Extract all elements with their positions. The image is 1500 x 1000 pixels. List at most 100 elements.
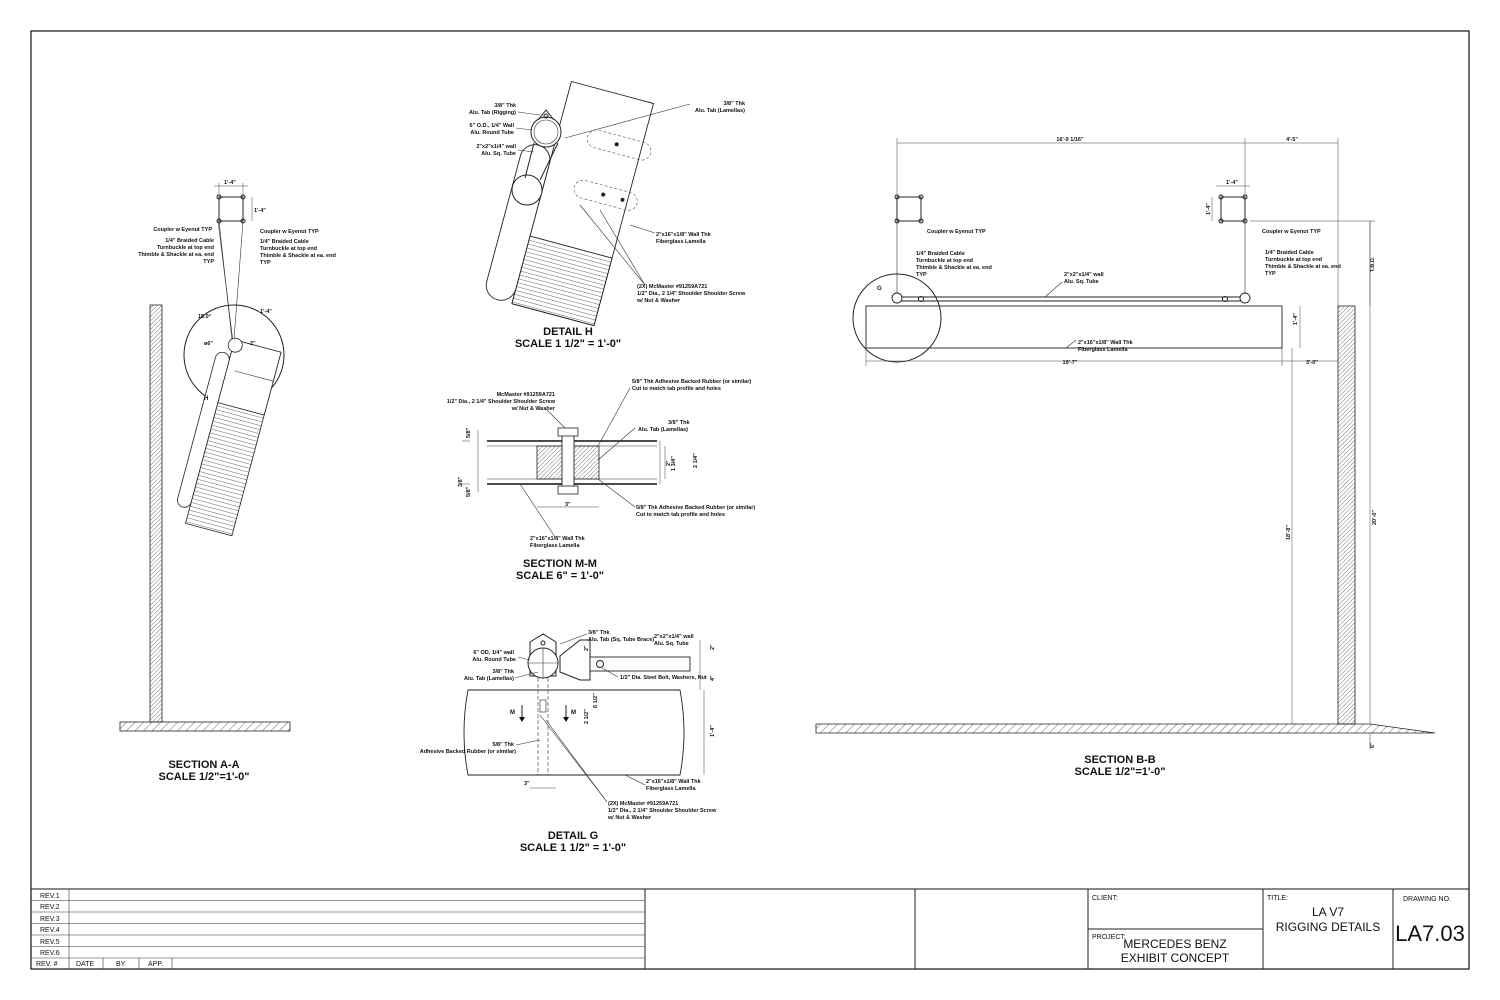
bb-wall (1337, 305, 1356, 725)
svg-text:Alu. Sq. Tube: Alu. Sq. Tube (481, 151, 516, 157)
rev-header: REV. # DATE BY APP. (36, 961, 163, 968)
svg-text:Fiberglass Lamella: Fiberglass Lamella (656, 239, 706, 245)
bb-dim-sq-top: 1'-4" (1226, 180, 1238, 186)
g-bolt: 1/2" Dia. Steel Bolt, Washers, Nut (620, 675, 707, 681)
bb-dim-sq-side: 1'-4" (1206, 203, 1212, 215)
client-label: CLIENT: (1092, 895, 1118, 902)
aa-angle: 15.0° (198, 314, 211, 320)
svg-text:2": 2" (666, 460, 672, 466)
svg-text:w/ Nut & Washer: w/ Nut & Washer (511, 406, 556, 412)
svg-text:Turnbuckle at top end: Turnbuckle at top end (157, 245, 214, 251)
svg-text:2 1/4": 2 1/4" (693, 453, 699, 468)
svg-text:3/8" Thk: 3/8" Thk (494, 103, 517, 109)
svg-text:2"x16"x1/8" Wall Thk: 2"x16"x1/8" Wall Thk (1078, 340, 1134, 346)
h-sq-tube: 2"x2"x1/4" wall Alu. Sq. Tube (476, 144, 516, 157)
svg-text:Fiberglass Lamella: Fiberglass Lamella (530, 543, 580, 549)
g-lamella (463, 689, 685, 776)
title-block: REV.1 REV.2 REV.3 REV.4 REV.5 REV.6 REV.… (31, 888, 1469, 969)
svg-text:3/8" Thk: 3/8" Thk (588, 630, 611, 636)
svg-text:Alu. Tab (Rigging): Alu. Tab (Rigging) (469, 110, 516, 116)
svg-text:TYP: TYP (203, 259, 214, 265)
detail-h: 3/8" Thk Alu. Tab (Rigging) 6" O.D., 1/4… (469, 80, 746, 350)
aa-mark-h: H (204, 396, 208, 402)
svg-text:2 1/2": 2 1/2" (584, 709, 590, 724)
svg-text:Alu. Tab (Sq. Tube Brace): Alu. Tab (Sq. Tube Brace) (588, 637, 654, 643)
aa-floor (119, 721, 291, 732)
aa-cable-right: 1/4" Braided Cable Turnbuckle at top end… (260, 239, 336, 266)
svg-text:6" OD, 1/4" wall: 6" OD, 1/4" wall (473, 650, 514, 656)
svg-text:Cut to match tab profile and h: Cut to match tab profile and holes (636, 512, 725, 518)
bb-lamella (865, 305, 1283, 349)
svg-text:5/8" Thk Adhesive Backed Rubbe: 5/8" Thk Adhesive Backed Rubber (or simi… (636, 505, 755, 511)
svg-text:REV.6: REV.6 (40, 950, 60, 957)
svg-text:5/8": 5/8" (466, 486, 472, 497)
sheet-border (30, 30, 1470, 970)
project-subtitle: EXHIBIT CONCEPT (1121, 951, 1230, 965)
aa-rig-square (218, 196, 244, 222)
svg-text:1 3/4": 1 3/4" (671, 456, 677, 471)
svg-text:2": 2" (584, 645, 590, 651)
mm-rubber-top: 5/8" Thk Adhesive Backed Rubber (or simi… (632, 379, 751, 392)
svg-text:1'-4": 1'-4" (710, 725, 716, 737)
svg-text:w/ Nut & Washer: w/ Nut & Washer (607, 815, 652, 821)
svg-text:TYP: TYP (260, 260, 271, 266)
h-screw: (2X) McMaster #91259A721 1/2" Dia., 2 1/… (636, 284, 746, 304)
svg-text:2"x2"x1/4" wall: 2"x2"x1/4" wall (654, 634, 694, 640)
g-screw: (2X) McMaster #91259A721 1/2" Dia., 2 1/… (607, 801, 717, 821)
h-tab-rigging: 3/8" Thk Alu. Tab (Rigging) (469, 103, 517, 116)
h-tab-lamellas: 3/8" Thk Alu. Tab (Lamellas) (695, 101, 746, 114)
h-lamella: 2"x16"x1/8" Wall Thk Fiberglass Lamella (656, 232, 712, 245)
svg-text:5/8" Thk: 5/8" Thk (492, 742, 515, 748)
svg-text:3": 3" (565, 502, 571, 508)
svg-text:2": 2" (710, 644, 716, 650)
svg-text:APP.: APP. (148, 961, 163, 968)
drawing-no: LA7.03 (1395, 921, 1465, 946)
bb-lamella-label: 2"x16"x1/8" Wall Thk Fiberglass Lamella (1078, 340, 1134, 353)
svg-text:REV.3: REV.3 (40, 916, 60, 923)
aa-coupler-right: Coupler w Eyenut TYP (260, 229, 319, 235)
svg-text:5/8" Thk Adhesive Backed Rubbe: 5/8" Thk Adhesive Backed Rubber (or simi… (632, 379, 751, 385)
bb-dim-height: 18'-8" (1286, 525, 1292, 540)
svg-text:1/2" Dia., 2 1/4" Shoulder Sho: 1/2" Dia., 2 1/4" Shoulder Shoulder Scre… (447, 399, 556, 405)
g-tab-lamellas: 3/8" Thk Alu. Tab (Lamellas) (464, 669, 515, 682)
bb-dim-gap: 3'-0" (1306, 360, 1318, 366)
aa-post (149, 304, 163, 723)
svg-text:4": 4" (710, 675, 716, 681)
svg-text:Alu. Sq. Tube: Alu. Sq. Tube (654, 641, 689, 647)
svg-text:6 1/2": 6 1/2" (593, 693, 599, 708)
svg-text:REV.1: REV.1 (40, 893, 60, 900)
drawing-no-label: DRAWING NO. (1403, 896, 1451, 903)
bb-title: SECTION B-B (1084, 754, 1156, 766)
svg-text:2"x2"x1/4" wall: 2"x2"x1/4" wall (1064, 272, 1104, 278)
mm-tab: 3/8" Thk Alu. Tab (Lamellas) (638, 420, 691, 433)
svg-text:TYP: TYP (1265, 271, 1276, 277)
svg-text:1/2" Dia., 2 1/4" Shoulder Sho: 1/2" Dia., 2 1/4" Shoulder Shoulder Scre… (637, 291, 746, 297)
mm-mcmaster: McMaster #91259A721 1/2" Dia., 2 1/4" Sh… (447, 392, 556, 412)
svg-text:Cut to match tab profile and h: Cut to match tab profile and holes (632, 386, 721, 392)
g-tab-brace: 3/8" Thk Alu. Tab (Sq. Tube Brace) (588, 630, 654, 643)
section-mm: 5/8" 3/8" 5/8" 3" 1 3/4" 2" 2 1/4" McMas… (447, 379, 756, 582)
svg-text:BY: BY (116, 961, 126, 968)
svg-text:2"x16"x1/8" Wall Thk: 2"x16"x1/8" Wall Thk (646, 779, 702, 785)
h-scale: SCALE 1 1/2" = 1'-0" (515, 338, 621, 350)
bb-mark-g: G (877, 286, 882, 292)
bb-scale: SCALE 1/2"=1'-0" (1075, 766, 1166, 778)
svg-text:2"x16"x1/8" Wall Thk: 2"x16"x1/8" Wall Thk (530, 536, 586, 542)
bb-dim-span: 16'-9 1/16" (1056, 137, 1084, 143)
bb-sq-tube: 2"x2"x1/4" wall Alu. Sq. Tube (1064, 272, 1104, 285)
section-aa: 1'-4" 1'-4" 15.0° ø6" 1'-4" 2" H Coupler… (119, 180, 336, 783)
svg-text:Thimble & Shackle at ea. end: Thimble & Shackle at ea. end (916, 265, 992, 271)
aa-scale: SCALE 1/2"=1'-0" (159, 771, 250, 783)
h-round-tube-label: 6" O.D., 1/4" Wall Alu. Round Tube (470, 123, 515, 136)
project-name: MERCEDES BENZ (1123, 937, 1226, 951)
mm-scale: SCALE 6" = 1'-0" (516, 570, 604, 582)
project-label: PROJECT: (1092, 934, 1126, 941)
svg-text:Alu. Tab (Lamellas): Alu. Tab (Lamellas) (464, 676, 514, 682)
svg-text:Alu. Sq. Tube: Alu. Sq. Tube (1064, 279, 1099, 285)
aa-title: SECTION A-A (168, 759, 239, 771)
svg-text:M: M (571, 710, 576, 716)
svg-text:Alu. Tab (Lamellas): Alu. Tab (Lamellas) (638, 427, 688, 433)
section-bb: G 16'-9 1/16" 4'-5" 1'-4" 1'-4" T.B.D. C… (815, 137, 1436, 778)
svg-text:3/8" Thk: 3/8" Thk (492, 669, 515, 675)
